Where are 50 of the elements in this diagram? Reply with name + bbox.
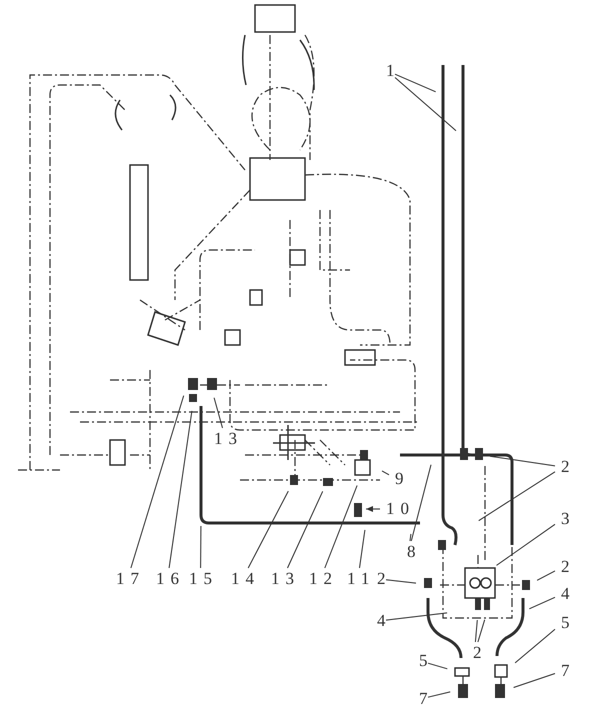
callout-number: 7 (560, 662, 570, 680)
leader-line (513, 673, 556, 688)
callout-number: 4 (376, 612, 386, 630)
callout-number: 13 (270, 570, 301, 588)
leader-line (394, 74, 436, 92)
leader-line (214, 397, 223, 428)
callout-number: 2 (560, 458, 570, 476)
callout-number: 17 (115, 570, 146, 588)
leader-line (248, 490, 289, 568)
callout-number: 8 (406, 543, 416, 561)
leader-line (477, 619, 486, 642)
callout-number: 7 (418, 690, 428, 708)
callout-number: 5 (418, 652, 428, 670)
leader-line (536, 570, 556, 581)
leader-line (200, 526, 202, 568)
leader-line (386, 579, 416, 584)
callout-number: 3 (560, 510, 570, 528)
callout-number: 9 (394, 470, 404, 488)
callout-number: 16 (155, 570, 186, 588)
leader-line (287, 490, 324, 568)
leader-line (474, 620, 478, 642)
callout-number: 13 (213, 430, 244, 448)
leader-line (168, 410, 192, 568)
leader-line (130, 395, 184, 568)
callout-number: 2 (560, 558, 570, 576)
leader-line (324, 485, 358, 568)
callout-number: 2 (376, 570, 386, 588)
callout-number: 14 (230, 570, 261, 588)
leader-line (359, 529, 366, 568)
callout-number: 5 (560, 614, 570, 632)
leader-line (496, 524, 556, 566)
leader-line (410, 464, 432, 542)
callout-number: 11 (346, 570, 376, 588)
leader-line (394, 77, 456, 132)
leader-line (382, 470, 390, 476)
callout-number: 10 (385, 500, 416, 518)
leader-line (528, 596, 556, 610)
leader-line (428, 691, 451, 698)
leader-line (478, 471, 556, 522)
leader-line (366, 506, 380, 512)
leader-line (514, 628, 556, 664)
leader-line (428, 662, 448, 670)
leader-line (489, 456, 556, 466)
callout-number: 2 (472, 644, 482, 662)
leader-line (386, 612, 448, 621)
callout-number: 15 (188, 570, 219, 588)
leader-line (410, 533, 412, 542)
callout-number: 1 (385, 62, 396, 80)
callout-number: 12 (308, 570, 339, 588)
callout-number: 4 (560, 585, 570, 603)
